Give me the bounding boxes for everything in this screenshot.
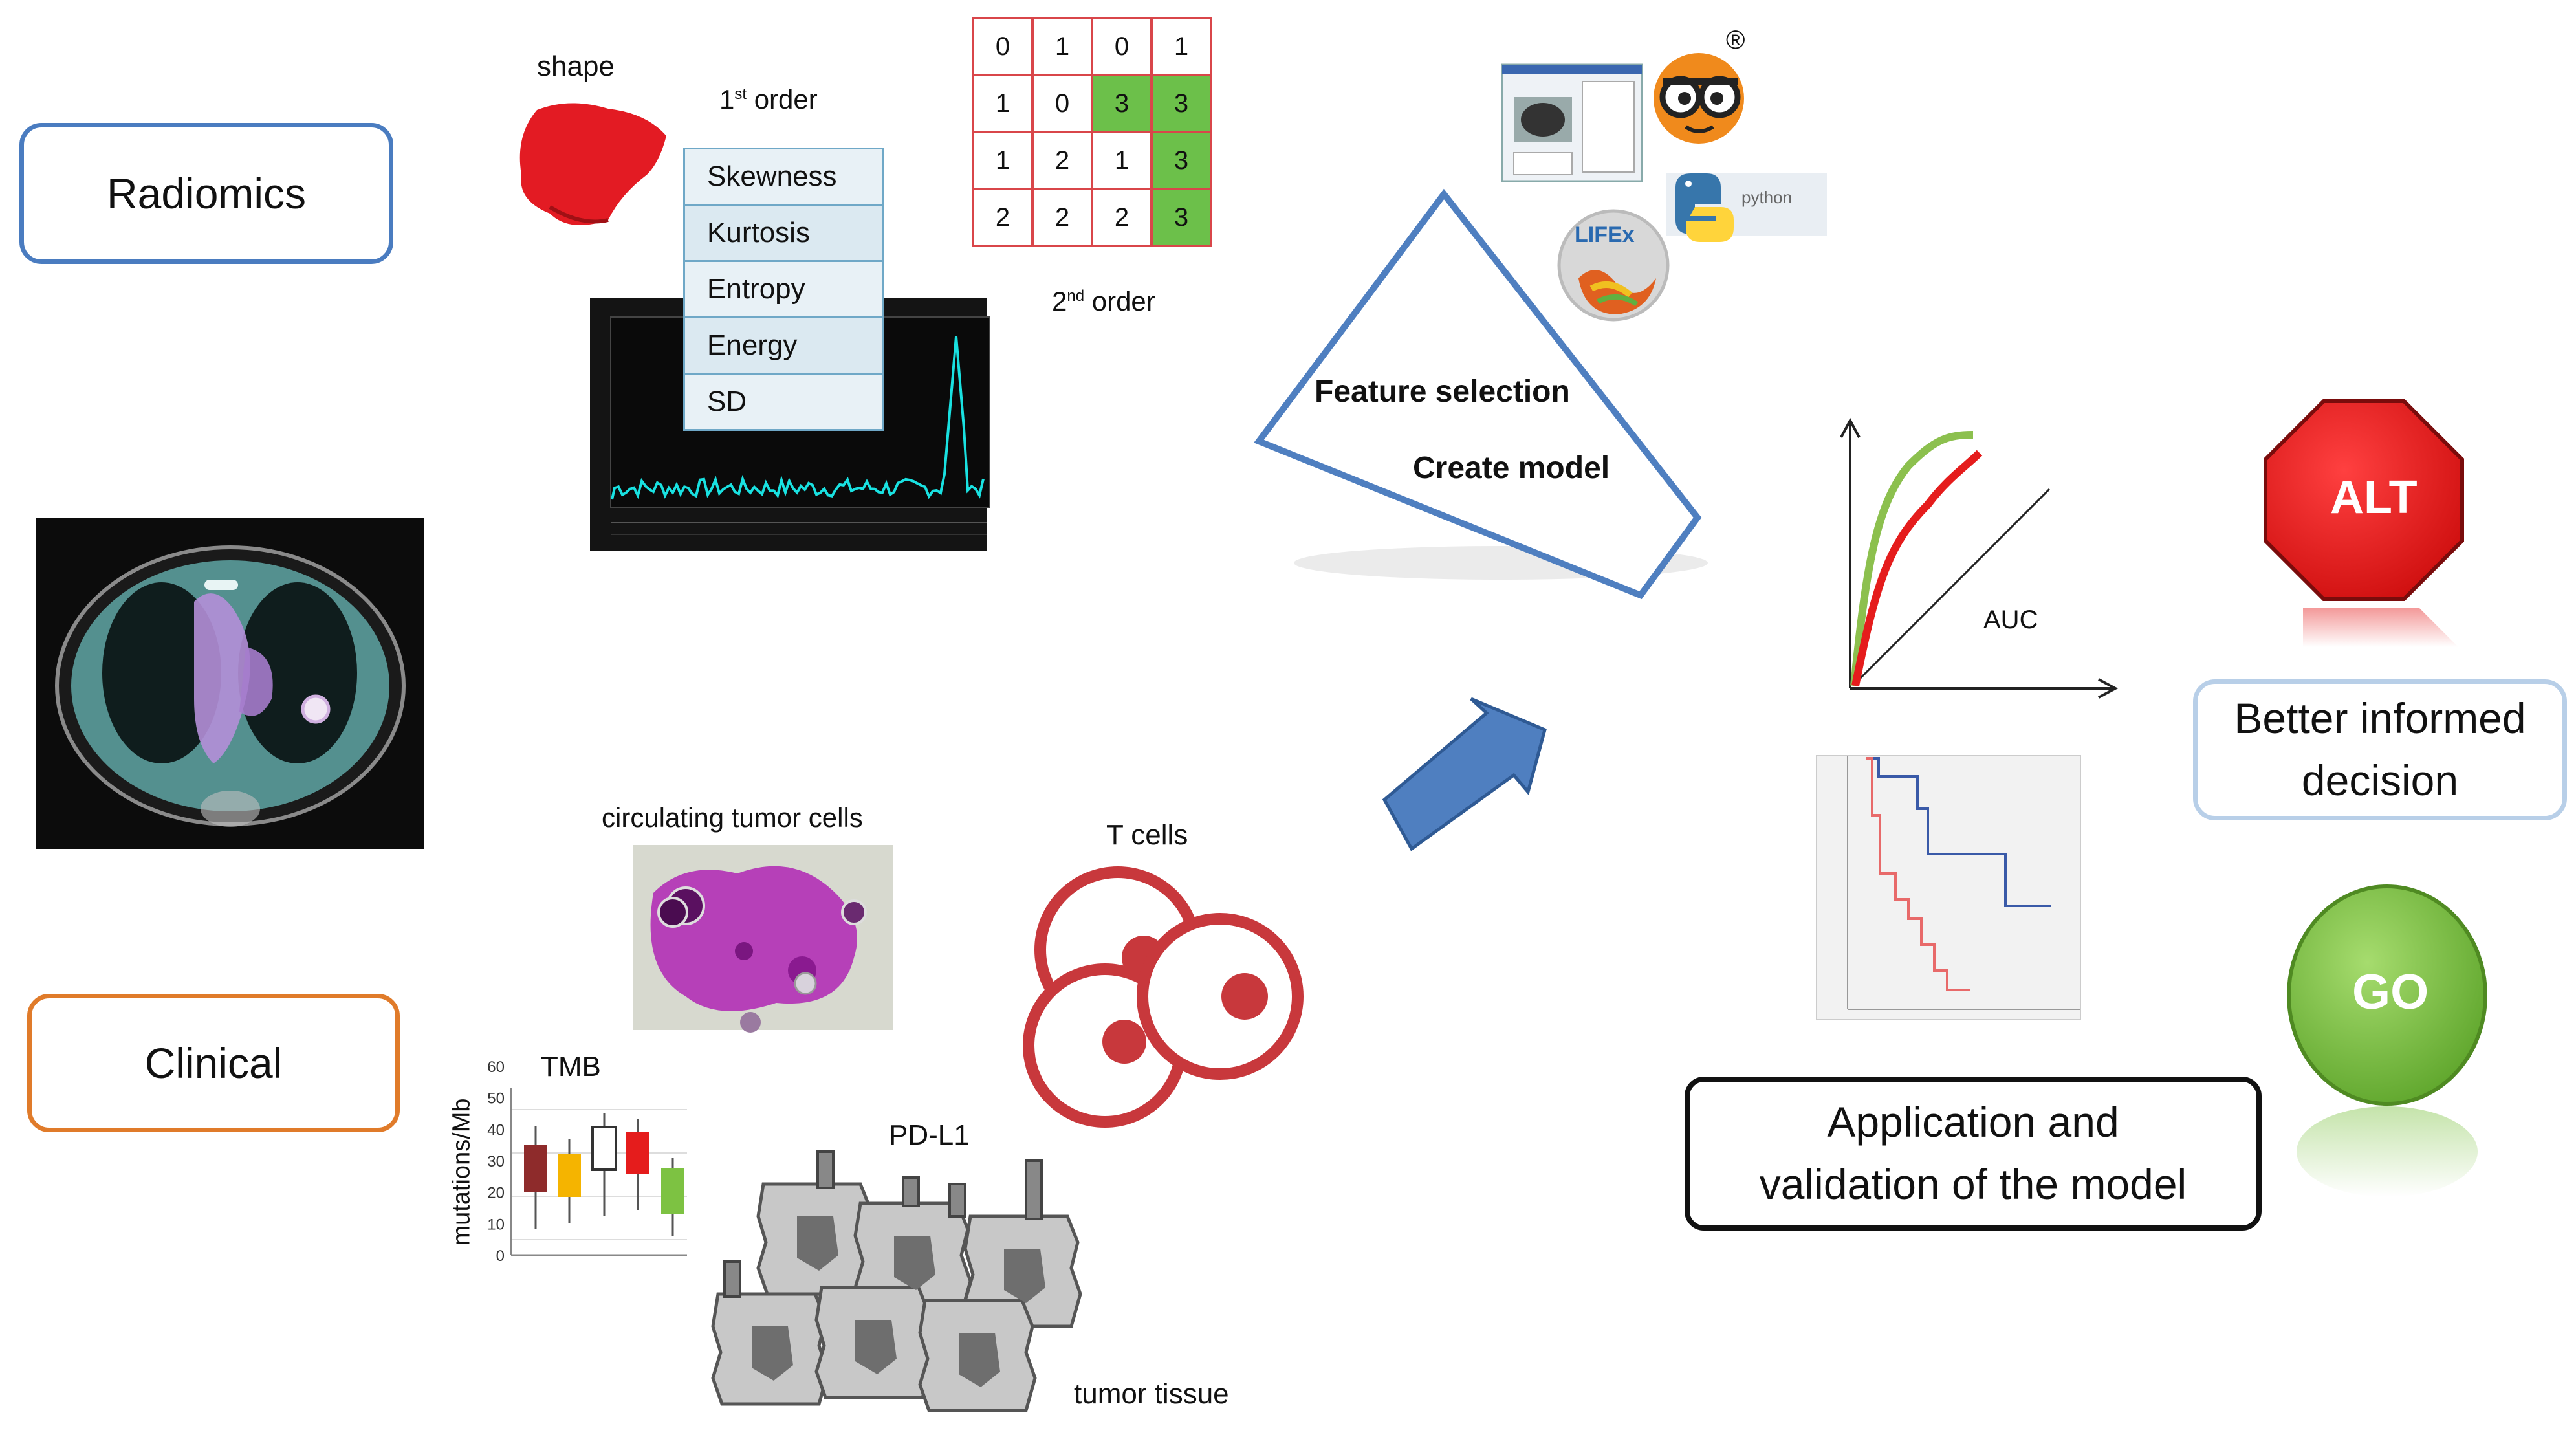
lifex-label: LIFEx — [1575, 223, 1635, 247]
feature-cell: Energy — [683, 316, 884, 375]
auc-label: AUC — [1983, 606, 2038, 634]
matrix-cell: 3 — [1150, 131, 1212, 190]
matrix-cell: 0 — [1091, 17, 1153, 76]
matrix-cell: 3 — [1091, 74, 1153, 133]
radiomics-title: Radiomics — [106, 170, 307, 217]
matrix-cell: 1 — [972, 74, 1034, 133]
better-decision-box: Better informed decision — [2193, 679, 2567, 820]
tmb-tick-label: 0 — [496, 1247, 505, 1265]
tcells-label: T cells — [1106, 819, 1188, 851]
shape-label: shape — [537, 50, 615, 82]
better-line-1: Better informed — [2234, 694, 2526, 743]
tmb-tick-label: 10 — [487, 1216, 505, 1233]
matrix-cell: 0 — [1031, 74, 1093, 133]
second-order-label: 2nd order — [1052, 286, 1155, 316]
application-line-1: Application and — [1827, 1098, 2119, 1146]
tmb-tick-label: 20 — [487, 1185, 505, 1202]
first-order-feature-table: Skewness Kurtosis Entropy Energy SD — [683, 148, 884, 431]
tmb-tick-label: 40 — [487, 1121, 505, 1139]
alt-label: ALT — [2330, 472, 2418, 523]
matrix-cell: 2 — [1031, 188, 1093, 247]
python-label: python — [1741, 188, 1793, 207]
matrix-cell: 2 — [1091, 188, 1153, 247]
tumor-tissue-label: tumor tissue — [1074, 1378, 1229, 1410]
feature-cell: SD — [683, 373, 884, 431]
tmb-tick-label: 60 — [487, 1059, 505, 1076]
tmb-axis-label: mutations/Mb — [448, 1098, 475, 1246]
clinical-box: Clinical — [27, 994, 400, 1132]
matrix-cell: 3 — [1150, 188, 1212, 247]
feature-cell: Entropy — [683, 260, 884, 318]
matrix-cell: 2 — [1031, 131, 1093, 190]
ctc-label: circulating tumor cells — [602, 802, 863, 833]
better-line-2: decision — [2301, 756, 2459, 804]
clinical-title: Clinical — [144, 1039, 283, 1087]
pdl1-label: PD-L1 — [889, 1119, 970, 1151]
feature-selection-label: Feature selection — [1315, 375, 1570, 409]
glcm-matrix: 0 1 0 1 1 0 3 3 1 2 1 3 2 2 2 3 — [972, 17, 1212, 247]
tmb-tick-label: 30 — [487, 1153, 505, 1170]
application-line-2: validation of the model — [1759, 1160, 2187, 1208]
tmb-tick-label: 50 — [487, 1090, 505, 1108]
matrix-cell: 1 — [1150, 17, 1212, 76]
matrix-cell: 3 — [1150, 74, 1212, 133]
registered-mark: ® — [1726, 26, 1745, 54]
matrix-cell: 2 — [972, 188, 1034, 247]
matrix-cell: 0 — [972, 17, 1034, 76]
create-model-label: Create model — [1413, 451, 1610, 485]
tmb-label: TMB — [541, 1051, 601, 1082]
matrix-cell: 1 — [1091, 131, 1153, 190]
feature-cell: Kurtosis — [683, 204, 884, 262]
application-validation-box: Application and validation of the model — [1685, 1077, 2262, 1231]
go-label: GO — [2352, 965, 2429, 1020]
matrix-cell: 1 — [1031, 17, 1093, 76]
radiomics-box: Radiomics — [19, 123, 393, 264]
matrix-cell: 1 — [972, 131, 1034, 190]
feature-cell: Skewness — [683, 148, 884, 206]
first-order-label: 1st order — [719, 84, 818, 115]
